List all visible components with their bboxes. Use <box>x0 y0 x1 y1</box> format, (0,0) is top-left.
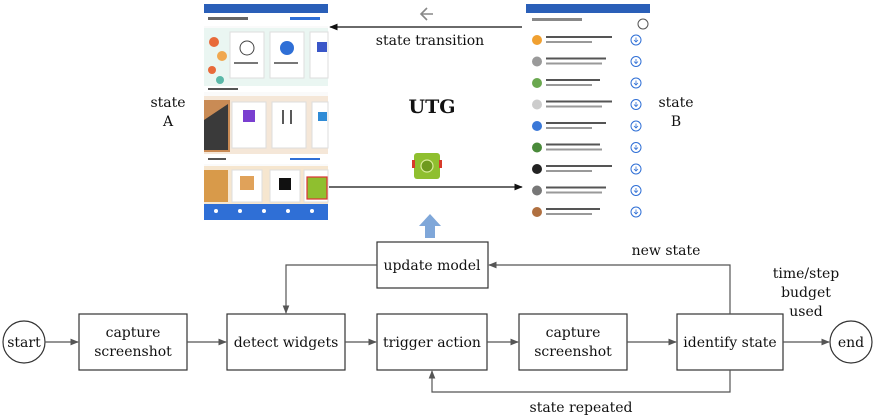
download-icon <box>630 206 642 218</box>
app-subtitle-line <box>546 191 602 194</box>
model-up-arrow <box>419 214 441 238</box>
app-title-line <box>546 186 606 189</box>
budget-line2: budget <box>781 285 831 301</box>
app-icon <box>532 142 542 153</box>
app-list-row <box>532 77 642 89</box>
budget-label: time/step budget used <box>773 266 839 320</box>
back-arrow-icon <box>419 7 433 21</box>
budget-line1: time/step <box>773 266 839 282</box>
download-arrow-glyph <box>633 123 639 129</box>
state-b-label-line1: state <box>658 95 693 111</box>
detect-widgets-box <box>226 313 346 371</box>
app-list-row <box>532 185 642 196</box>
trigger-action-box <box>376 313 488 371</box>
app-title-line <box>546 165 612 167</box>
app-list-row <box>532 34 642 46</box>
update-model-label: update model <box>383 258 481 274</box>
download-icon <box>630 56 642 67</box>
screenshot-state-a <box>204 4 329 220</box>
app-subtitle-line <box>546 148 602 151</box>
update-model-box <box>376 241 489 289</box>
download-icon <box>630 163 642 175</box>
start-label: start <box>7 335 41 351</box>
capture-screenshot-box-2 <box>518 313 628 371</box>
download-icon <box>630 77 642 89</box>
app-title-line <box>546 122 606 124</box>
app-subtitle-line <box>546 84 592 86</box>
app-title-line <box>546 57 606 60</box>
state-a-label: state A <box>150 95 185 130</box>
download-arrow-glyph <box>633 59 639 65</box>
state-repeated-label: state repeated <box>530 400 633 416</box>
state-a-label-line1: state <box>150 95 185 111</box>
app-subtitle-line <box>546 127 592 129</box>
arrow-new-state <box>488 261 731 314</box>
download-icon <box>630 34 642 46</box>
trigger-action-label: trigger action <box>383 335 481 351</box>
app-title-line <box>546 143 600 146</box>
app-icon <box>532 35 542 45</box>
app-icon <box>532 185 542 196</box>
download-arrow-glyph <box>633 37 639 43</box>
end-label: end <box>838 335 864 351</box>
download-arrow-glyph <box>633 209 639 215</box>
app-list-row <box>532 99 642 110</box>
app-subtitle-line <box>546 213 592 215</box>
screenshot-state-b <box>526 4 650 220</box>
app-title-line <box>546 100 612 103</box>
state-b-label: state B <box>658 95 693 130</box>
identify-state-label: identify state <box>683 335 776 351</box>
download-icon <box>630 99 642 110</box>
app-subtitle-line <box>546 170 592 172</box>
state-b-label-line2: B <box>671 114 681 130</box>
download-arrow-glyph <box>633 166 639 172</box>
state-a-label-line2: A <box>162 114 174 130</box>
capture-screenshot-box-1 <box>78 313 188 371</box>
app-icon <box>532 78 542 88</box>
utg-title: UTG <box>409 96 456 118</box>
download-arrow-glyph <box>633 80 639 86</box>
state-transition-label: state transition <box>376 33 484 49</box>
app-subtitle-line <box>546 105 602 108</box>
new-state-label: new state <box>632 243 701 259</box>
app-title-line <box>546 208 600 210</box>
app-list-row <box>532 142 642 153</box>
arrow-update-to-detect <box>282 264 377 314</box>
app-subtitle-line <box>546 62 602 65</box>
download-arrow-glyph <box>633 102 639 108</box>
app-list-row <box>532 206 642 218</box>
end-node <box>829 320 873 364</box>
app-icon <box>532 207 542 217</box>
app-icon <box>532 121 542 131</box>
app-list-row <box>532 56 642 67</box>
app-list-row <box>532 163 642 175</box>
app-icon <box>532 56 542 67</box>
app-icon <box>532 164 542 174</box>
capture-1-line2: screenshot <box>94 344 172 360</box>
app-list-row <box>532 120 642 132</box>
budget-line3: used <box>789 304 822 320</box>
app-subtitle-line <box>546 41 592 43</box>
app-title-line <box>546 36 612 38</box>
capture-1-line1: capture <box>106 325 161 341</box>
download-arrow-glyph <box>633 188 639 194</box>
detect-widgets-label: detect widgets <box>234 335 339 351</box>
capture-2-line1: capture <box>546 325 601 341</box>
capture-2-line2: screenshot <box>534 344 612 360</box>
app-title-line <box>546 79 600 81</box>
android-app-icon <box>412 153 442 179</box>
download-arrow-glyph <box>633 145 639 151</box>
download-icon <box>630 142 642 153</box>
download-icon <box>630 185 642 196</box>
app-icon <box>532 99 542 110</box>
download-icon <box>630 120 642 132</box>
arrow-state-repeated <box>428 370 731 393</box>
